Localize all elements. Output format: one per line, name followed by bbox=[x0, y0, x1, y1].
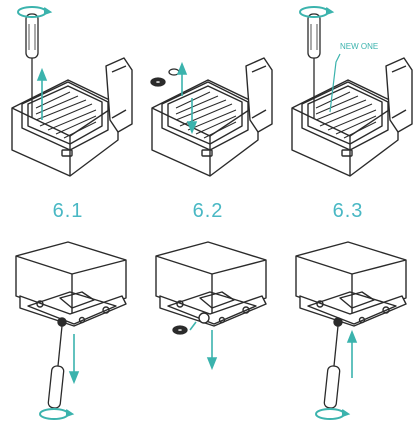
screwdriver-icon bbox=[307, 13, 321, 118]
device-underside-illustration bbox=[295, 241, 407, 327]
device-open-illustration bbox=[291, 57, 413, 177]
panel-6-3-top bbox=[291, 6, 413, 177]
screwdriver-icon bbox=[25, 13, 39, 118]
removal-arrows-icon bbox=[189, 321, 218, 371]
removal-arrows-icon bbox=[176, 61, 198, 135]
rotate-arrow-icon bbox=[299, 6, 335, 18]
up-arrow-icon bbox=[346, 329, 358, 378]
step-label-6-1: 6.1 bbox=[52, 200, 84, 222]
panel-6-1-bottom bbox=[15, 241, 127, 420]
device-underside-illustration bbox=[155, 241, 267, 327]
rotate-arrow-icon bbox=[17, 6, 53, 18]
panel-6-3-bottom bbox=[295, 241, 407, 420]
new-one-callout: NEW ONE bbox=[340, 42, 379, 51]
callout-leader-line bbox=[329, 53, 341, 113]
panel-6-1-top bbox=[11, 6, 133, 177]
down-arrow-icon bbox=[68, 334, 80, 385]
removed-seal-icon bbox=[150, 68, 180, 87]
device-open-illustration bbox=[11, 57, 133, 177]
step-label-6-2: 6.2 bbox=[192, 200, 224, 222]
device-underside-illustration bbox=[15, 241, 127, 327]
step-label-6-3: 6.3 bbox=[332, 200, 364, 222]
rotate-arrow-icon bbox=[39, 408, 75, 420]
screwdriver-icon bbox=[47, 325, 65, 409]
device-open-illustration bbox=[151, 57, 273, 177]
panel-6-2-top bbox=[150, 57, 273, 177]
screwdriver-icon bbox=[323, 325, 341, 409]
removed-seal-icon bbox=[172, 325, 188, 335]
rotate-arrow-icon bbox=[315, 408, 351, 420]
panel-6-2-bottom bbox=[155, 241, 267, 371]
lift-arrow-icon bbox=[36, 67, 48, 120]
